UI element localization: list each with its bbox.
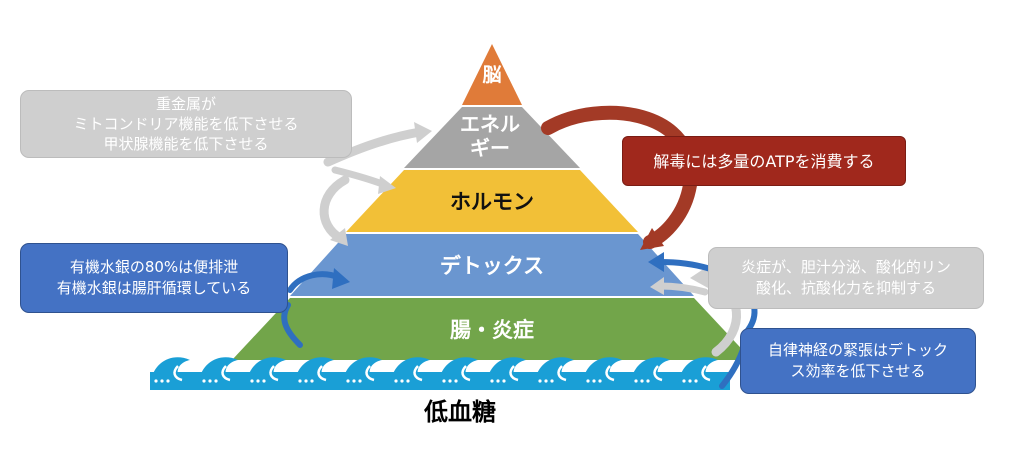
callout-atp: 解毒には多量のATPを消費する bbox=[622, 136, 906, 186]
callout-heavy-metal-line: 甲状腺機能を低下させる bbox=[103, 135, 269, 153]
callout-heavy-metal: 重金属が ミトコンドリア機能を低下させる 甲状腺機能を低下させる bbox=[20, 90, 352, 158]
callout-heavy-metal-line: 重金属が bbox=[155, 95, 216, 113]
callout-inflammation-line: 酸化、抗酸化力を抑制する bbox=[755, 279, 936, 297]
pyramid-tier-gut bbox=[232, 298, 752, 360]
wave-crest bbox=[150, 357, 190, 386]
wave-foam-dot bbox=[550, 379, 554, 383]
wave-foam-dot bbox=[310, 379, 314, 383]
wave-foam-dot bbox=[358, 379, 362, 383]
callout-inflammation: 炎症が、胆汁分泌、酸化的リン 酸化、抗酸化力を抑制する bbox=[708, 247, 984, 309]
wave-foam-dot bbox=[250, 379, 254, 383]
wave-foam-dot bbox=[214, 379, 218, 383]
wave-foam bbox=[701, 365, 711, 382]
wave-foam-dot bbox=[394, 379, 398, 383]
wave-crest bbox=[582, 357, 622, 386]
wave-foam-dot bbox=[598, 379, 602, 383]
pyramid-tier-hormone bbox=[346, 170, 638, 232]
wave-foam-dot bbox=[166, 379, 170, 383]
callout-autonomic-line: ス効率を低下させる bbox=[790, 362, 926, 380]
wave-crest bbox=[294, 357, 334, 386]
wave-foam-dot bbox=[406, 379, 410, 383]
wave-foam bbox=[461, 365, 471, 382]
wave-foam bbox=[509, 365, 519, 382]
pyramid-tier-brain bbox=[462, 44, 522, 105]
wave-foam bbox=[413, 365, 423, 382]
callout-mercury: 有機水銀の80%は便排泄 有機水銀は腸肝循環している bbox=[20, 243, 288, 313]
wave-foam-dot bbox=[544, 379, 548, 383]
wave-foam-dot bbox=[160, 379, 164, 383]
callout-inflammation-line: 炎症が、胆汁分泌、酸化的リン bbox=[741, 258, 951, 276]
callout-autonomic-line: 自律神経の緊張はデトック bbox=[767, 341, 948, 359]
wave-foam bbox=[365, 365, 375, 382]
wave-foam bbox=[653, 365, 663, 382]
wave-foam bbox=[269, 365, 279, 382]
wave-foam-dot bbox=[202, 379, 206, 383]
callout-mercury-line: 有機水銀は腸肝循環している bbox=[56, 279, 252, 297]
wave-foam-dot bbox=[634, 379, 638, 383]
wave-foam-dot bbox=[262, 379, 266, 383]
wave-foam-dot bbox=[490, 379, 494, 383]
gray-arrow-left-upper bbox=[323, 122, 432, 167]
wave-foam-dot bbox=[442, 379, 446, 383]
wave-crest bbox=[534, 357, 574, 386]
wave-foam bbox=[173, 365, 183, 382]
wave-foam-dot bbox=[154, 379, 158, 383]
callout-atp-line: 解毒には多量のATPを消費する bbox=[653, 151, 875, 171]
wave-foam-dot bbox=[304, 379, 308, 383]
wave-crest bbox=[486, 357, 526, 386]
wave-foam-dot bbox=[586, 379, 590, 383]
base-label-hypoglycemia: 低血糖 bbox=[424, 398, 496, 426]
wave-crest bbox=[198, 357, 238, 386]
wave-foam-dot bbox=[538, 379, 542, 383]
wave-foam-dot bbox=[208, 379, 212, 383]
wave-crest bbox=[342, 357, 382, 386]
tier-label-detox: デトックス bbox=[439, 254, 545, 278]
wave-foam-dot bbox=[682, 379, 686, 383]
wave-crest bbox=[678, 357, 718, 386]
tier-label-gut: 腸・炎症 bbox=[450, 318, 534, 342]
wave-foam-dot bbox=[454, 379, 458, 383]
wave-crest bbox=[390, 357, 430, 386]
tier-label-energy: エネル ギー bbox=[460, 112, 520, 160]
wave-foam-dot bbox=[640, 379, 644, 383]
wave-foam bbox=[605, 365, 615, 382]
tier-label-hormone: ホルモン bbox=[450, 190, 534, 214]
wave-band bbox=[150, 357, 730, 390]
wave-foam-dot bbox=[298, 379, 302, 383]
wave-foam-dot bbox=[256, 379, 260, 383]
blue-arrow-left bbox=[281, 268, 350, 348]
wave-foam-dot bbox=[352, 379, 356, 383]
pyramid-tier-detox bbox=[290, 234, 694, 296]
wave-foam-dot bbox=[496, 379, 500, 383]
wave-crest bbox=[630, 357, 670, 386]
wave-foam-dot bbox=[346, 379, 350, 383]
wave-foam-dot bbox=[502, 379, 506, 383]
wave-crest bbox=[246, 357, 286, 386]
pyramid-tier-energy bbox=[404, 107, 580, 168]
callout-autonomic: 自律神経の緊張はデトック ス効率を低下させる bbox=[740, 328, 976, 394]
wave-foam bbox=[557, 365, 567, 382]
wave-foam-dot bbox=[688, 379, 692, 383]
wave-foam-dot bbox=[400, 379, 404, 383]
callout-heavy-metal-line: ミトコンドリア機能を低下させる bbox=[73, 115, 299, 133]
wave-crest bbox=[438, 357, 478, 386]
wave-foam-dot bbox=[694, 379, 698, 383]
wave-foam-dot bbox=[646, 379, 650, 383]
callout-mercury-line: 有機水銀の80%は便排泄 bbox=[69, 258, 239, 276]
gray-arrow-left-lower bbox=[319, 166, 396, 246]
wave-foam-dot bbox=[592, 379, 596, 383]
wave-foam-dot bbox=[448, 379, 452, 383]
wave-foam bbox=[221, 365, 231, 382]
tier-label-brain: 脳 bbox=[482, 64, 502, 86]
wave-foam bbox=[317, 365, 327, 382]
